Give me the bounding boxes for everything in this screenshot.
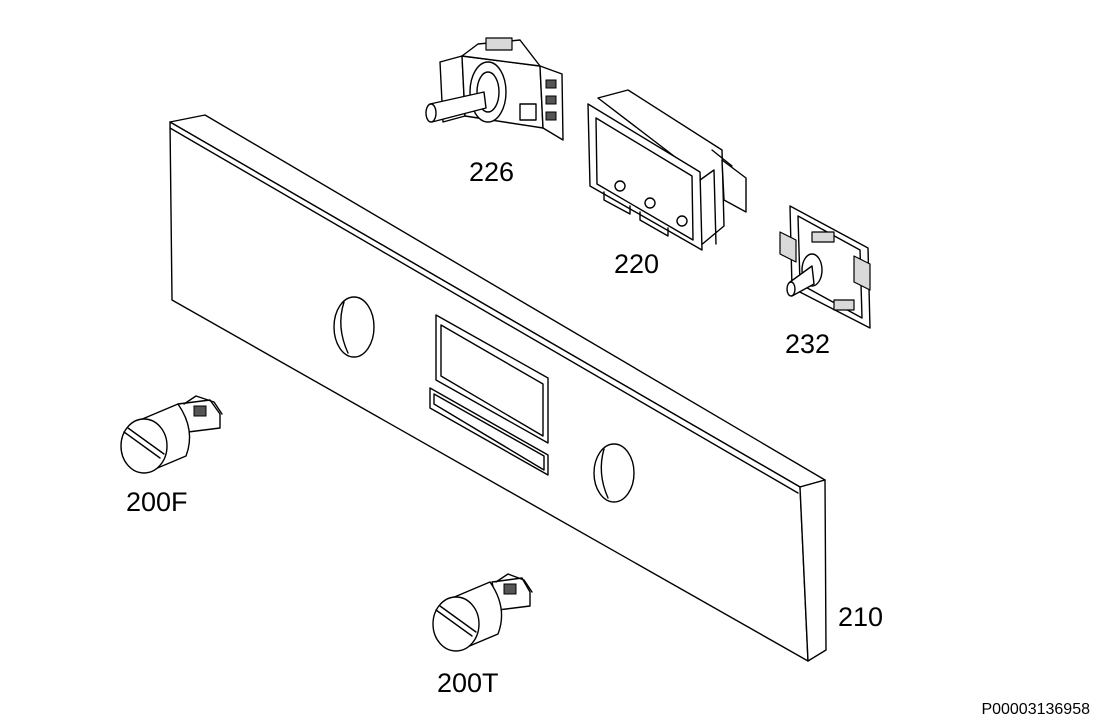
selector-switch-226	[425, 37, 564, 141]
label-232: 232	[785, 329, 830, 359]
label-200T: 200T	[437, 668, 499, 698]
control-panel-210	[169, 114, 827, 662]
document-id: P00003136958	[981, 701, 1090, 718]
knob-200T	[432, 573, 533, 652]
panel-slot	[429, 387, 549, 476]
knob-200F	[120, 395, 223, 474]
knob-hole-right	[593, 443, 635, 503]
display-module-220	[587, 89, 747, 251]
knob-hole-left	[333, 296, 375, 358]
label-200F: 200F	[126, 487, 188, 517]
label-220: 220	[614, 249, 659, 279]
switch-232	[779, 205, 871, 329]
label-226: 226	[469, 157, 514, 187]
label-210: 210	[838, 602, 883, 632]
display-window	[435, 314, 549, 444]
